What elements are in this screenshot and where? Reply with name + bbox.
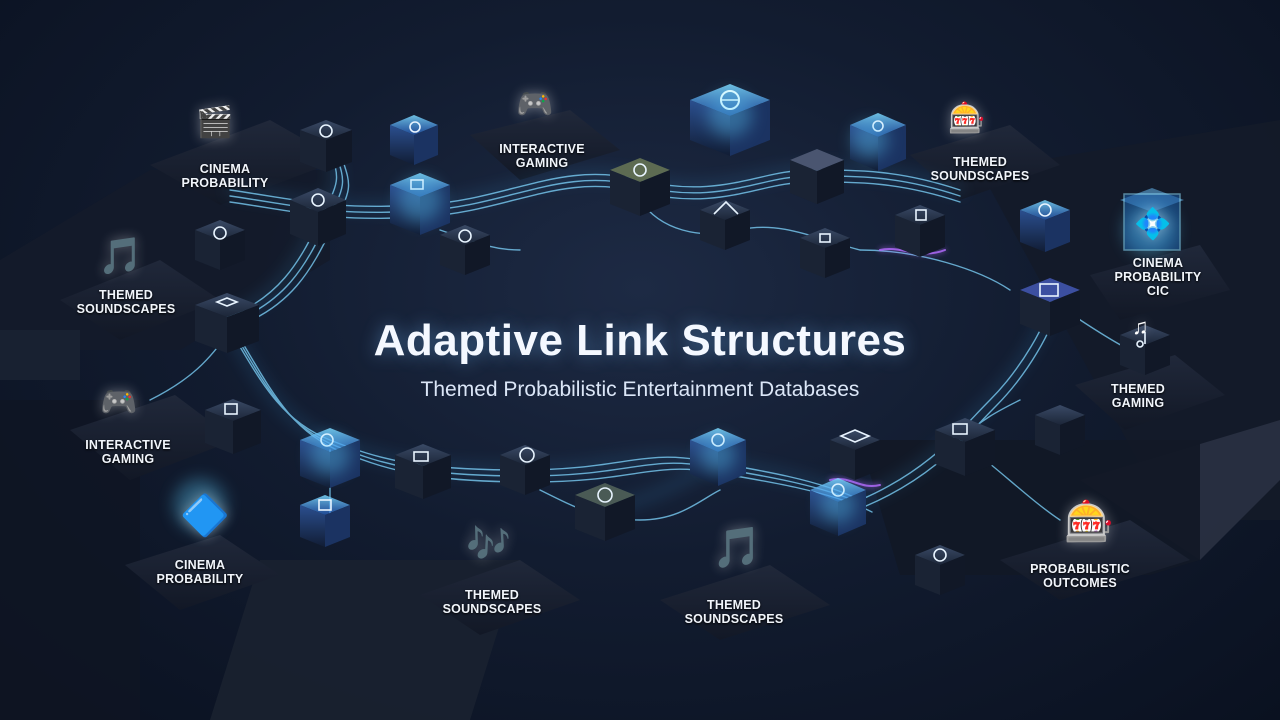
music-splash-icon: 🎶 [466, 526, 511, 562]
node-label-line: CINEMA [140, 558, 260, 572]
node-label-themed-soundscapes-top-right: THEMED SOUNDSCAPES [920, 155, 1040, 183]
node-label-line: PROBABILISTIC [1010, 562, 1150, 576]
cone-icon: 🔷 [180, 496, 230, 536]
node-label-line: PROBABILITY [165, 176, 285, 190]
slot-machine-icon: 🎰 [1064, 502, 1114, 542]
page-subtitle: Themed Probabilistic Entertainment Datab… [290, 378, 990, 402]
clapperboard-icon: 🎬 [196, 108, 233, 138]
node-label-line: PROBABILITY [140, 572, 260, 586]
node-label-line: SOUNDSCAPES [432, 602, 552, 616]
node-label-line: THEMED [66, 288, 186, 302]
node-label-line: GAMING [482, 156, 602, 170]
page-title: Adaptive Link Structures [290, 316, 990, 366]
node-label-line: THEMED [920, 155, 1040, 169]
node-label-probabilistic-outcomes: PROBABILISTIC OUTCOMES [1010, 562, 1150, 590]
node-label-line: GAMING [1088, 396, 1188, 410]
slot-machine-icon: 🎰 [948, 104, 985, 134]
node-label-line: INTERACTIVE [482, 142, 602, 156]
node-label-interactive-gaming-top: INTERACTIVE GAMING [482, 142, 602, 170]
node-label-line: INTERACTIVE [68, 438, 188, 452]
gamepad-icon: 🎮 [516, 90, 553, 120]
node-label-line: CIC [1098, 284, 1218, 298]
node-label-themed-soundscapes-left: THEMED SOUNDSCAPES [66, 288, 186, 316]
music-note-icon: 🎵 [98, 238, 143, 274]
music-note-icon: 🎵 [712, 528, 762, 568]
node-label-line: CINEMA [165, 162, 285, 176]
node-label-line: THEMED [1088, 382, 1188, 396]
node-label-themed-soundscapes-bottom-center-left: THEMED SOUNDSCAPES [432, 588, 552, 616]
node-label-cinema-probability-bottom-left: CINEMA PROBABILITY [140, 558, 260, 586]
node-label-line: CINEMA [1098, 256, 1218, 270]
node-label-themed-gaming-right: THEMED GAMING [1088, 382, 1188, 410]
node-label-cinema-probability-right: CINEMA PROBABILITY CIC [1098, 256, 1218, 298]
node-label-line: OUTCOMES [1010, 576, 1150, 590]
hologram-icon: 💠 [1134, 210, 1171, 240]
node-label-line: PROBABILITY [1098, 270, 1218, 284]
node-label-line: GAMING [68, 452, 188, 466]
music-note-icon: ♫ [1132, 316, 1149, 338]
node-label-line: SOUNDSCAPES [66, 302, 186, 316]
node-label-themed-soundscapes-bottom-center: THEMED SOUNDSCAPES [674, 598, 794, 626]
gamepad-icon: 🎮 [100, 388, 137, 418]
node-label-line: SOUNDSCAPES [674, 612, 794, 626]
node-label-line: THEMED [674, 598, 794, 612]
node-label-line: SOUNDSCAPES [920, 169, 1040, 183]
node-label-cinema-probability-top-left: CINEMA PROBABILITY [165, 162, 285, 190]
node-label-interactive-gaming-left: INTERACTIVE GAMING [68, 438, 188, 466]
node-label-line: THEMED [432, 588, 552, 602]
